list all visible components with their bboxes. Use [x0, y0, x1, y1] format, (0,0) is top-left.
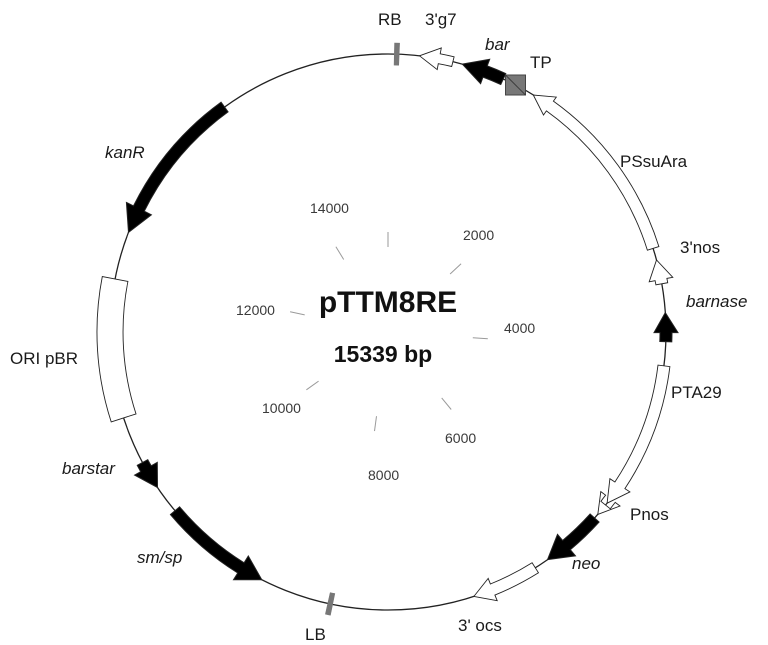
feature-3g7: [418, 47, 455, 71]
feature-pnos: [597, 490, 621, 516]
scale-tick-4000: [472, 337, 488, 340]
feature-tp: [505, 74, 526, 96]
label-3nos: 3'nos: [680, 238, 720, 257]
label-barnase: barnase: [686, 292, 747, 311]
scale-tick-2000: [449, 263, 462, 275]
tp-cross: [505, 74, 526, 96]
smsp-arrow: [169, 506, 263, 581]
label-bar: bar: [485, 35, 511, 54]
label-pssuara: PSsuAra: [620, 152, 688, 171]
scale-tick-8000: [374, 416, 377, 432]
label-lb: LB: [305, 625, 326, 644]
feature-smsp: [169, 506, 263, 581]
3ocs-arrow: [473, 562, 540, 602]
tick-label-10000: 10000: [262, 400, 301, 416]
feature-pta29: [606, 364, 671, 504]
rb-marker: [393, 42, 400, 66]
feature-barnase: [653, 311, 679, 343]
neo-arrow: [546, 513, 600, 561]
label-3g7: 3'g7: [425, 10, 457, 29]
plasmid-name: pTTM8RE: [319, 286, 457, 319]
scale-ticks: [289, 232, 488, 432]
pnos-arrow: [597, 490, 621, 516]
tick-label-4000: 4000: [504, 320, 535, 336]
feature-pssuara: [532, 94, 660, 251]
tick-label-12000: 12000: [236, 302, 275, 318]
tick-label-2000: 2000: [463, 227, 494, 243]
pta29-arrow: [606, 364, 671, 504]
label-neo: neo: [572, 554, 600, 573]
feature-rb: [393, 42, 400, 66]
kanr-arrow: [125, 101, 229, 234]
label-pta29: PTA29: [671, 383, 722, 402]
plasmid-size: 15339 bp: [334, 341, 432, 367]
feature-barstar: [133, 459, 159, 489]
feature-oripbr: [96, 275, 137, 423]
tick-label-14000: 14000: [310, 200, 349, 216]
feature-3nos: [648, 259, 674, 286]
3g7-arrow: [418, 47, 455, 71]
tick-label-6000: 6000: [445, 430, 476, 446]
pssuara-arrow: [532, 94, 660, 251]
barstar-arrow: [133, 459, 159, 489]
label-oripbr: ORI pBR: [10, 349, 78, 368]
label-kanr: kanR: [105, 143, 145, 162]
feature-neo: [546, 513, 600, 561]
feature-bar: [461, 58, 507, 86]
scale-tick-6000: [441, 397, 452, 410]
label-smsp: sm/sp: [137, 548, 182, 567]
label-3ocs: 3' ocs: [458, 616, 502, 635]
oripbr-box: [96, 275, 137, 423]
lb-marker: [325, 592, 336, 616]
feature-3ocs: [473, 562, 540, 602]
feature-kanr: [125, 101, 229, 234]
tick-label-8000: 8000: [368, 467, 399, 483]
scale-tick-10000: [306, 380, 319, 391]
3nos-arrow: [648, 259, 674, 286]
scale-tick-12000: [289, 311, 305, 316]
feature-lb: [325, 592, 336, 616]
label-tp: TP: [530, 53, 552, 72]
scale-tick-14000: [335, 246, 345, 260]
barnase-arrow: [653, 311, 679, 343]
label-barstar: barstar: [62, 459, 116, 478]
bar-arrow: [461, 58, 507, 86]
label-pnos: Pnos: [630, 505, 669, 524]
label-rb: RB: [378, 10, 402, 29]
